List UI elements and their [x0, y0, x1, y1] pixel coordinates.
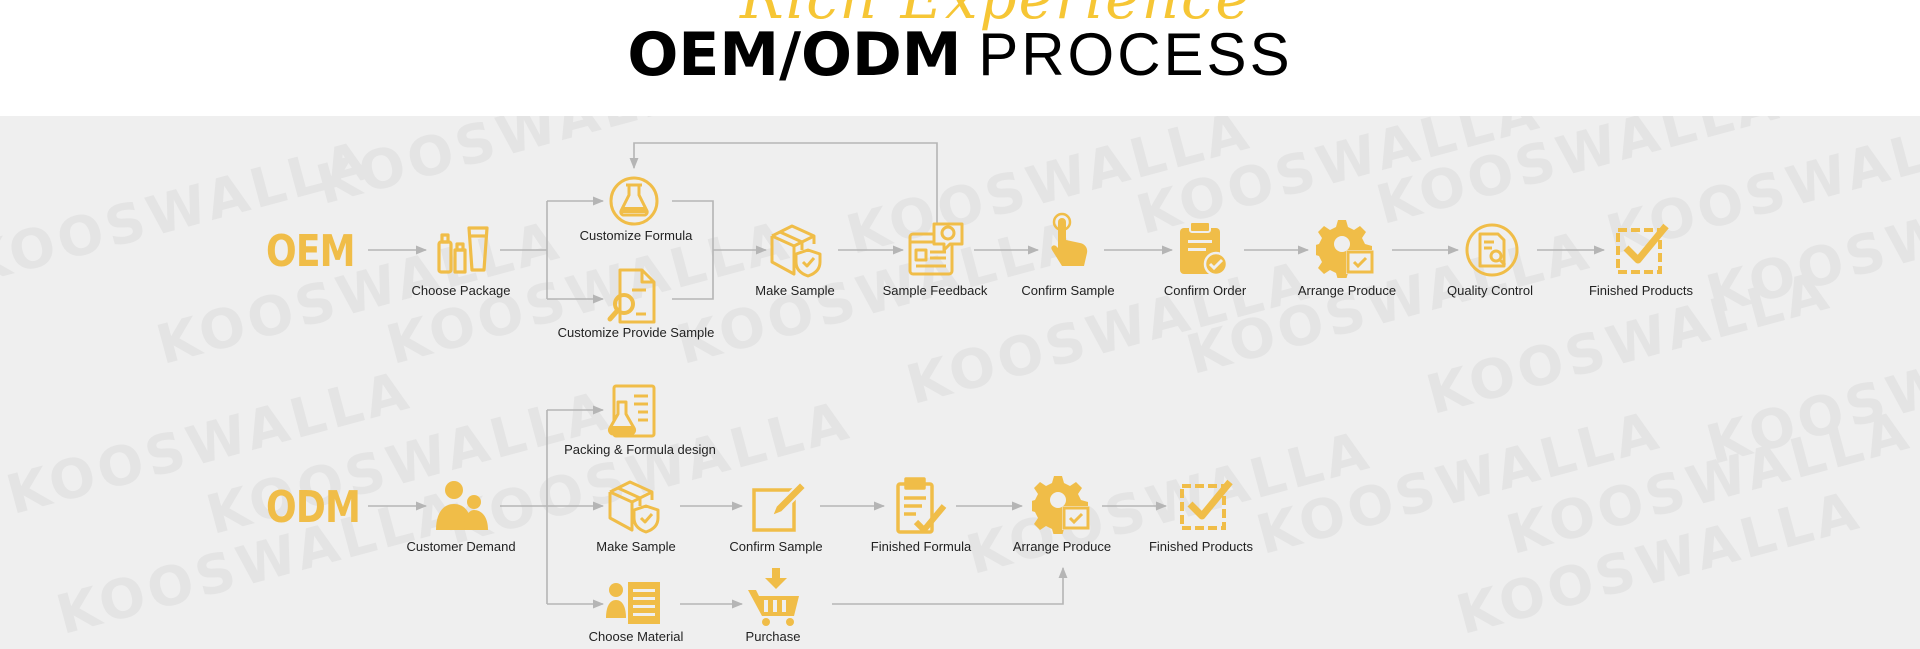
oem-step-customize-provide-sample: Customize Provide Sample — [557, 325, 715, 340]
checkbox-done-icon — [1616, 223, 1669, 274]
touch-hand-icon — [1051, 212, 1088, 266]
gear-screen-icon — [1032, 476, 1090, 534]
shopping-cart-icon — [748, 568, 799, 626]
oem-row-label: OEM — [266, 226, 356, 277]
odm-row-label: ODM — [266, 482, 361, 533]
title-light: PROCESS — [978, 21, 1293, 88]
oem-step-confirm-order: Confirm Order — [1163, 283, 1247, 298]
oem-feedback-loop — [629, 142, 938, 224]
checkbox-done-icon — [1180, 479, 1233, 530]
odm-step-make-sample: Make Sample — [596, 539, 676, 554]
oem-step-sample-feedback: Sample Feedback — [882, 283, 988, 298]
odm-step-packing-formula-design: Packing & Formula design — [564, 442, 716, 457]
oem-step-confirm-sample: Confirm Sample — [1021, 283, 1115, 298]
flask-icon — [609, 176, 659, 226]
oem-step-quality-control: Quality Control — [1447, 283, 1533, 298]
oem-branch-merge — [672, 200, 714, 300]
process-panel: KOOSWALLA KOOSWALLA KOOSWALLA KOOSWALLA … — [0, 116, 1920, 649]
oem-step-choose-package: Choose Package — [411, 283, 511, 298]
header-script-text: Rich Experience — [740, 0, 1252, 32]
title-bold: OEM/ODM — [627, 20, 962, 90]
odm-step-finished-formula: Finished Formula — [870, 539, 972, 554]
lab-test-icon — [607, 384, 656, 438]
oem-step-arrange-produce: Arrange Produce — [1297, 283, 1397, 298]
document-search-icon — [607, 268, 656, 324]
odm-step-arrange-produce: Arrange Produce — [1012, 539, 1112, 554]
gear-screen-icon — [1316, 220, 1374, 278]
feedback-icon — [908, 222, 964, 276]
odm-step-confirm-sample: Confirm Sample — [729, 539, 823, 554]
edit-pen-icon — [752, 480, 808, 532]
oem-step-finished-products: Finished Products — [1588, 283, 1694, 298]
header: Rich Experience OEM/ODM PROCESS — [0, 0, 1920, 116]
clipboard-list-check-icon — [896, 477, 947, 534]
page-title: OEM/ODM PROCESS — [0, 20, 1920, 90]
odm-step-choose-material: Choose Material — [588, 629, 684, 644]
bottles-icon — [437, 226, 489, 274]
clipboard-check-icon — [1180, 221, 1229, 277]
odm-step-purchase: Purchase — [745, 629, 801, 644]
quality-control-icon — [1465, 223, 1519, 277]
odm-step-customer-demand: Customer Demand — [406, 539, 516, 554]
material-list-icon — [606, 582, 660, 624]
package-shield-icon — [770, 224, 822, 278]
oem-step-make-sample: Make Sample — [755, 283, 835, 298]
users-icon — [436, 481, 488, 530]
odm-purchase-loop — [832, 566, 1068, 605]
package-shield-icon — [608, 480, 660, 534]
odm-step-finished-products: Finished Products — [1148, 539, 1254, 554]
oem-step-customize-formula: Customize Formula — [579, 228, 693, 243]
